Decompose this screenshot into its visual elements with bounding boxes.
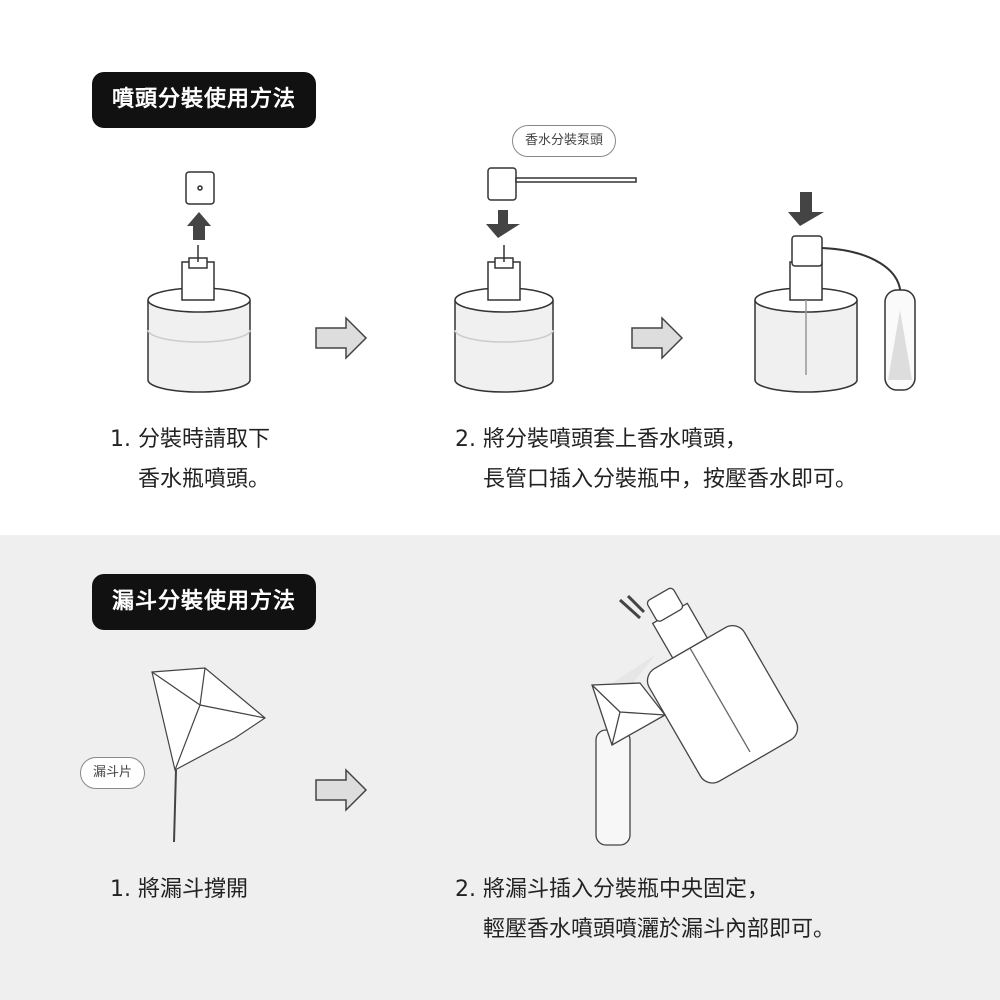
perfume-bottle-illustration-1: [147, 171, 251, 393]
funnel-method-title: 漏斗分裝使用方法: [92, 574, 317, 630]
funnel-illustration: [151, 667, 267, 843]
nozzle-step-1: 1. 分裝時請取下 香水瓶噴頭。: [110, 427, 271, 492]
arrow-right-icon: [631, 317, 683, 359]
funnel-spray-illustration: [591, 587, 799, 846]
perfume-bottle-illustration-2: [454, 167, 637, 393]
arrow-right-icon: [315, 317, 367, 359]
perfume-bottle-filling-illustration: [754, 192, 916, 393]
funnel-piece-label: 漏斗片: [80, 757, 146, 789]
nozzle-step-2: 2. 將分裝噴頭套上香水噴頭， 長管口插入分裝瓶中，按壓香水即可。: [455, 427, 858, 492]
funnel-step-1: 1. 將漏斗撐開: [110, 877, 248, 902]
pump-head-label: 香水分裝泵頭: [512, 125, 617, 157]
funnel-step-2: 2. 將漏斗插入分裝瓶中央固定， 輕壓香水噴頭噴灑於漏斗內部即可。: [455, 877, 836, 942]
nozzle-method-title: 噴頭分裝使用方法: [92, 72, 317, 128]
arrow-right-icon: [315, 769, 367, 811]
